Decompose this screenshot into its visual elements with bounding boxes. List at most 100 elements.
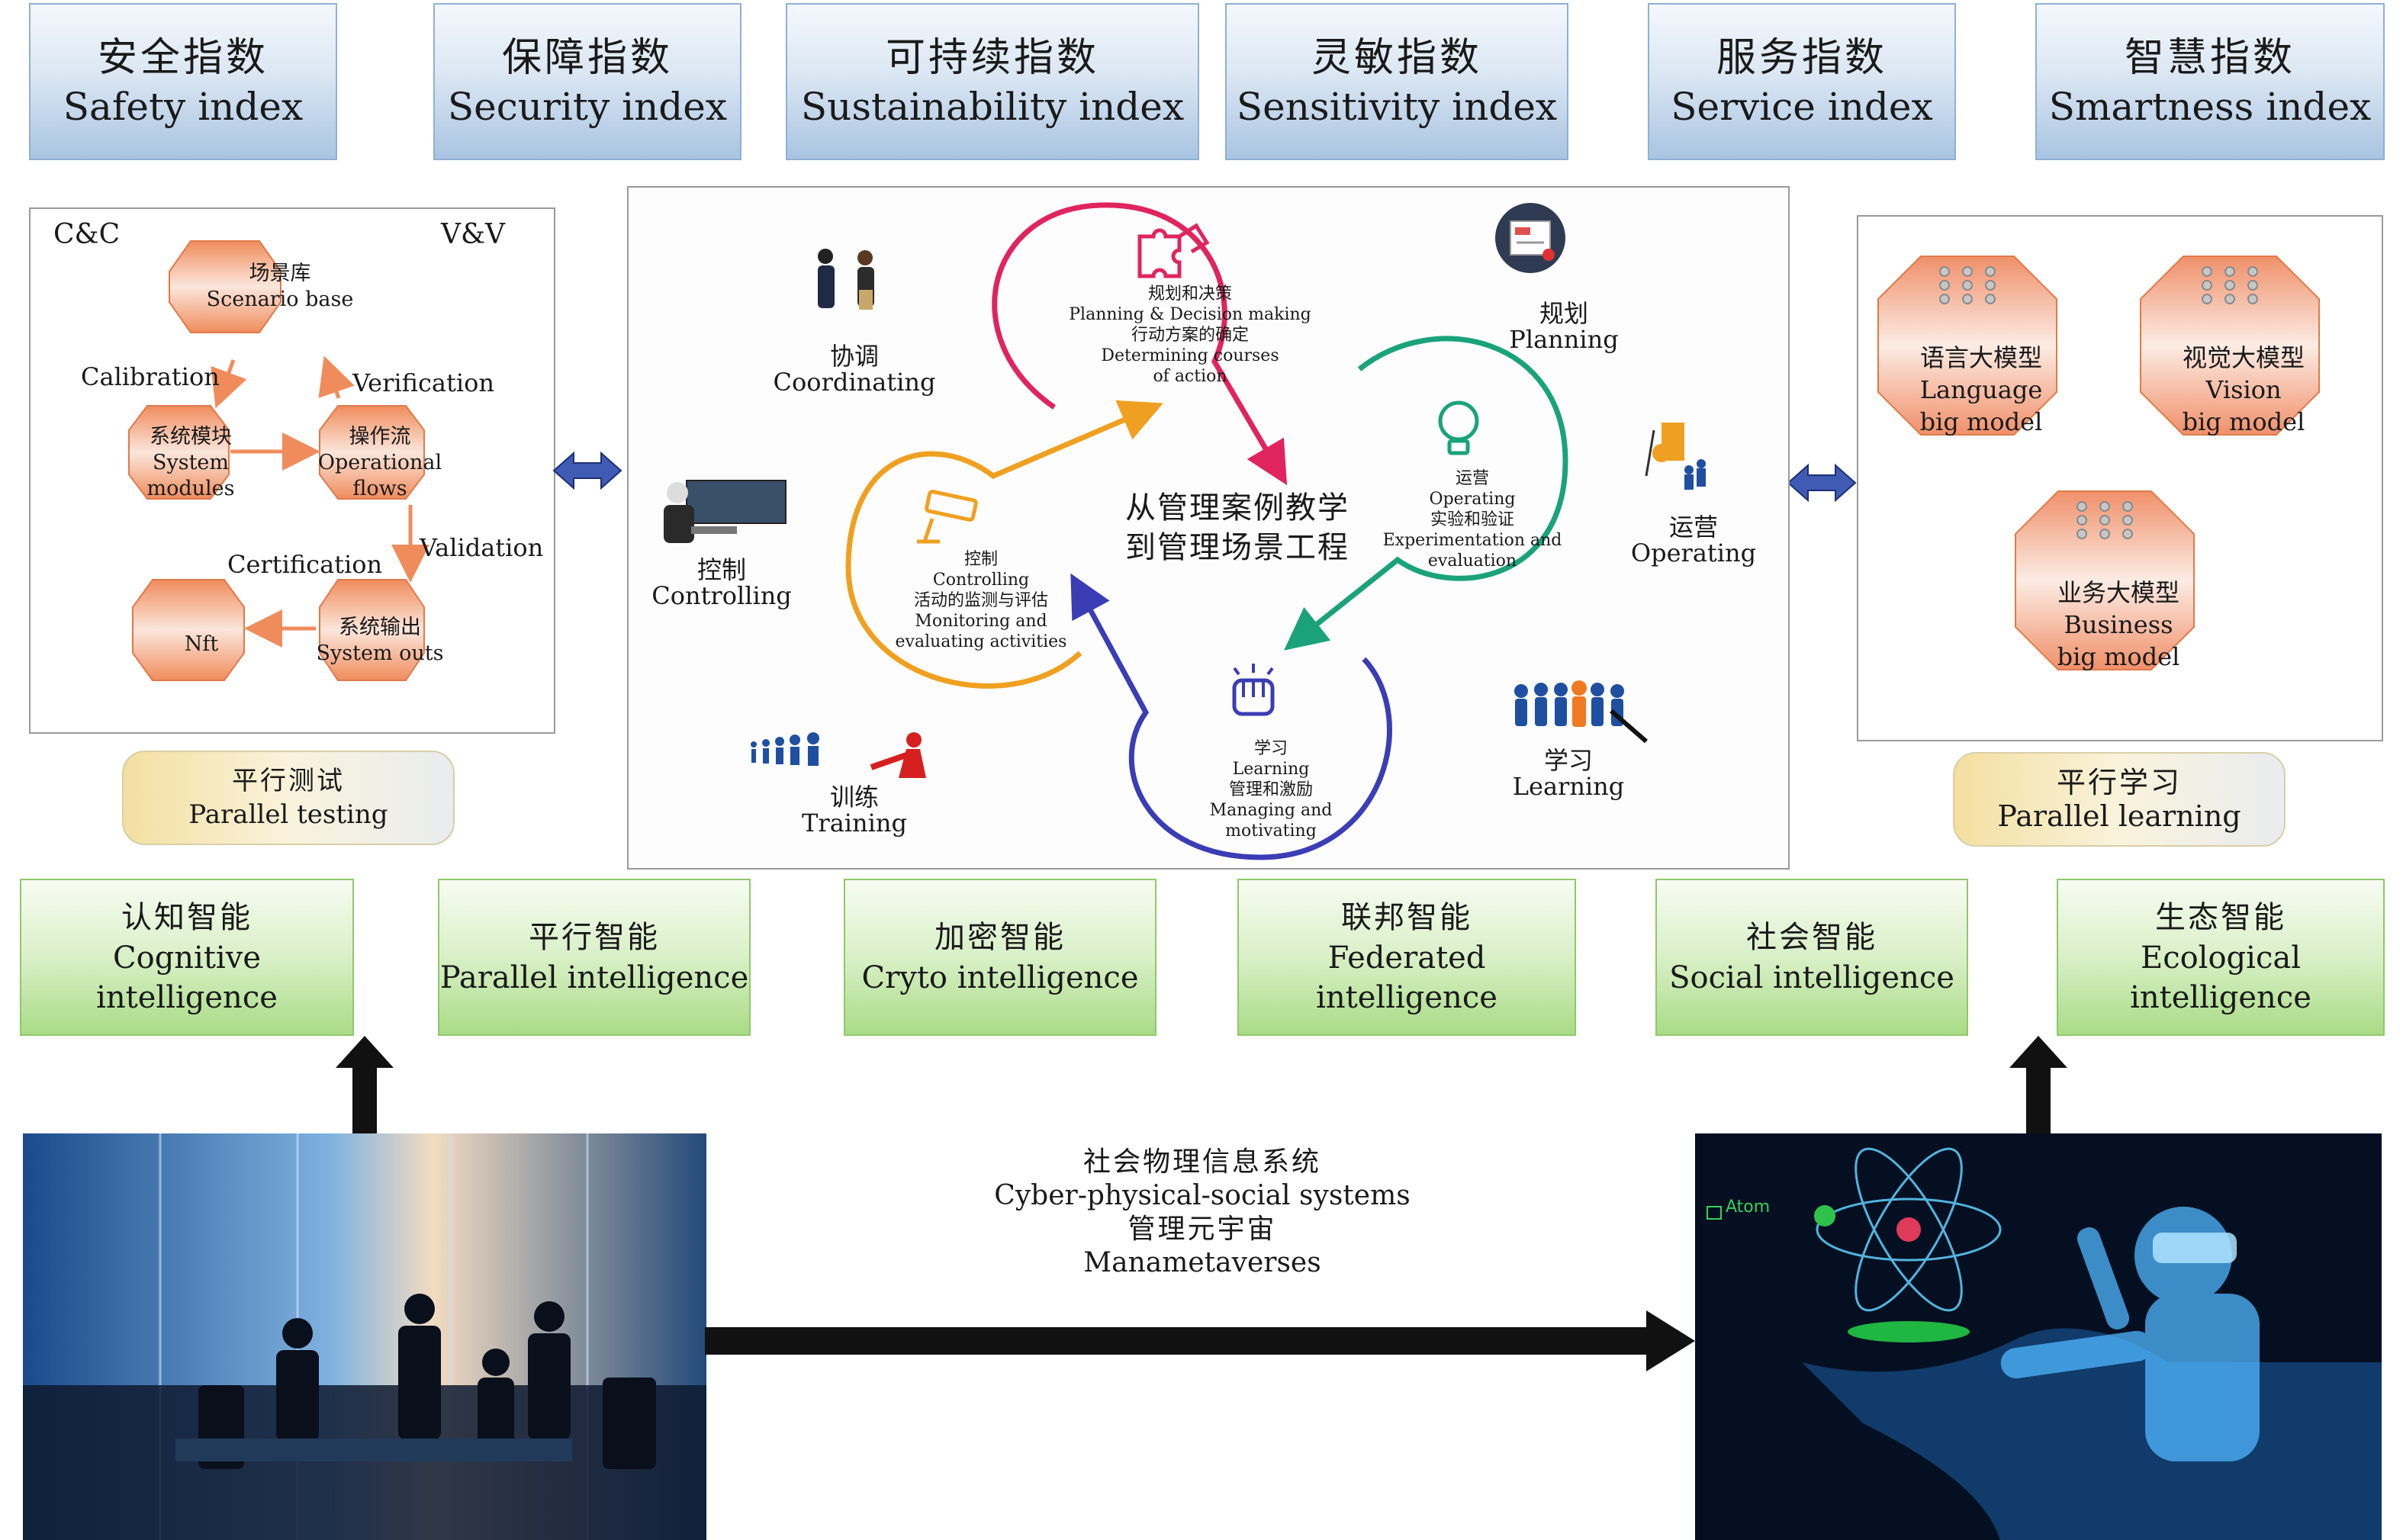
metaverse-en: Manametaverses [1083, 1247, 1321, 1278]
learning-node-text: 学习 Learning 管理和激励 Managing and motivatin… [1172, 738, 1370, 841]
planning-node-text: 规划和决策 Planning & Decision making 行动方案的确定… [1053, 284, 1327, 387]
flows-zh: 操作流 [349, 425, 411, 448]
language-zh: 语言大模型 [1919, 343, 2042, 372]
planning-board-icon [1495, 203, 1565, 273]
intel-zh: 联邦智能 [1341, 900, 1472, 935]
language-model-label: 语言大模型 Language big model [1871, 342, 2092, 438]
learning-zh: 学习 [1543, 746, 1593, 775]
intel-zh: 认知智能 [121, 900, 253, 935]
operating-workers-icon [1645, 423, 1706, 490]
scenario-zh: 场景库 [249, 262, 311, 285]
parallel-learning-pill: 平行学习 Parallel learning [1953, 752, 2286, 847]
intel-en: Social intelligence [1669, 960, 1954, 995]
learning-people-icon [1514, 680, 1648, 744]
verification-label: Verification [352, 368, 494, 397]
flows-label: 操作流 Operational flows [304, 424, 456, 502]
controlling-node-text: 控制 Controlling 活动的监测与评估 Monitoring and e… [867, 549, 1095, 652]
intel-en: Cognitive intelligence [96, 940, 278, 1015]
testing-diagram [128, 240, 429, 681]
training-zh: 训练 [829, 783, 879, 812]
operating-node-zh2: 实验和验证 [1430, 510, 1514, 529]
atom-icon [1816, 1147, 2002, 1312]
planning-zh: 规划 [1539, 299, 1588, 328]
vision-en1: Vision [2205, 375, 2282, 404]
left-double-arrow-icon [552, 451, 622, 490]
coordinating-caption: 协调 Coordinating [770, 343, 938, 395]
index-security: 保障指数 Security index [433, 3, 741, 160]
index-zh: 灵敏指数 [1311, 35, 1482, 81]
intel-en: Ecological intelligence [2130, 940, 2311, 1015]
calibration-arrow [211, 359, 247, 409]
coordinating-zh: 协调 [829, 342, 879, 371]
index-en: Safety index [63, 85, 304, 129]
center-line-1: 从管理案例教学 [1125, 490, 1349, 526]
vision-model-octagon [2140, 256, 2320, 436]
training-en: Training [802, 809, 907, 838]
controlling-node-zh1: 控制 [963, 550, 998, 569]
cycle-diagram [664, 202, 1706, 860]
planning-node-zh2: 行动方案的确定 [1131, 326, 1249, 345]
learning-node-zh2: 管理和激励 [1228, 780, 1313, 799]
learning-en: Learning [1512, 772, 1625, 801]
intel-en: Federated intelligence [1316, 940, 1497, 1015]
learning-node-zh1: 学习 [1253, 739, 1288, 758]
up-arrow-left-icon [336, 1036, 394, 1133]
flows-en2: flows [352, 477, 407, 500]
lightbulb-icon [1438, 400, 1479, 455]
neural-net-icon [1939, 266, 1996, 304]
planning-node-en2: Determining courses [1101, 346, 1279, 365]
index-en: Service index [1671, 85, 1933, 129]
modules-octagon [128, 405, 230, 500]
planning-node-en1: Planning & Decision making [1069, 305, 1311, 324]
learning-loop [1070, 573, 1392, 860]
outs-label: 系统输出 System outs [304, 615, 456, 667]
models-diagram [1877, 256, 2320, 670]
testing-panel [29, 207, 555, 734]
index-en: Smartness index [2048, 85, 2372, 129]
planning-en: Planning [1509, 325, 1619, 354]
parallel-testing-zh: 平行测试 [232, 766, 345, 796]
bottom-caption: 社会物理信息系统 Cyber-physical-social systems 管… [897, 1146, 1507, 1280]
business-model-octagon [2015, 490, 2195, 670]
operating-node-zh1: 运营 [1455, 469, 1489, 488]
scenario-en: Scenario base [206, 288, 354, 311]
operating-loop [1284, 336, 1568, 651]
certification-label: Certification [227, 550, 383, 579]
up-arrow-right-icon [2009, 1036, 2067, 1133]
intel-zh: 加密智能 [934, 920, 1066, 955]
neural-net-icon [2076, 501, 2133, 539]
outs-zh: 系统输出 [339, 616, 421, 639]
index-zh: 可持续指数 [885, 35, 1099, 81]
business-en2: big model [2057, 642, 2180, 671]
intel-cryto: 加密智能 Cryto intelligence [844, 879, 1156, 1036]
language-model-octagon [1877, 256, 2057, 436]
controlling-zh: 控制 [696, 555, 746, 584]
intel-zh: 生态智能 [2155, 900, 2286, 935]
business-zh: 业务大模型 [2057, 578, 2179, 607]
metaverse-zh: 管理元宇宙 [1128, 1214, 1277, 1245]
controlling-node-en2: Monitoring and [915, 612, 1047, 631]
index-zh: 服务指数 [1716, 35, 1887, 81]
right-double-arrow-icon [1787, 463, 1857, 503]
operating-node-en3: evaluation [1427, 551, 1517, 571]
parallel-learning-en: Parallel learning [1997, 799, 2241, 833]
vision-en2: big model [2182, 407, 2305, 436]
index-zh: 安全指数 [97, 35, 269, 81]
operating-caption: 运营 Operating [1610, 514, 1777, 566]
intel-zh: 社会智能 [1746, 920, 1877, 955]
puzzle-icon [1137, 223, 1210, 278]
vision-model-label: 视觉大模型 Vision big model [2133, 342, 2354, 438]
index-sensitivity: 灵敏指数 Sensitivity index [1225, 3, 1568, 160]
flows-en1: Operational [317, 451, 442, 474]
modules-en2: modules [146, 477, 235, 500]
vv-label: V&V [441, 219, 506, 250]
modules-label: 系统模块 System modules [114, 424, 267, 502]
cps-en: Cyber-physical-social systems [994, 1180, 1411, 1211]
intel-ecological: 生态智能 Ecological intelligence [2057, 879, 2385, 1036]
neural-net-icon [2202, 266, 2258, 304]
right-arrow-icon [705, 1310, 1695, 1371]
intel-social: 社会智能 Social intelligence [1655, 879, 1968, 1036]
index-safety: 安全指数 Safety index [29, 3, 337, 160]
index-zh: 智慧指数 [2124, 35, 2295, 81]
learning-node-en2: Managing and [1209, 801, 1333, 820]
